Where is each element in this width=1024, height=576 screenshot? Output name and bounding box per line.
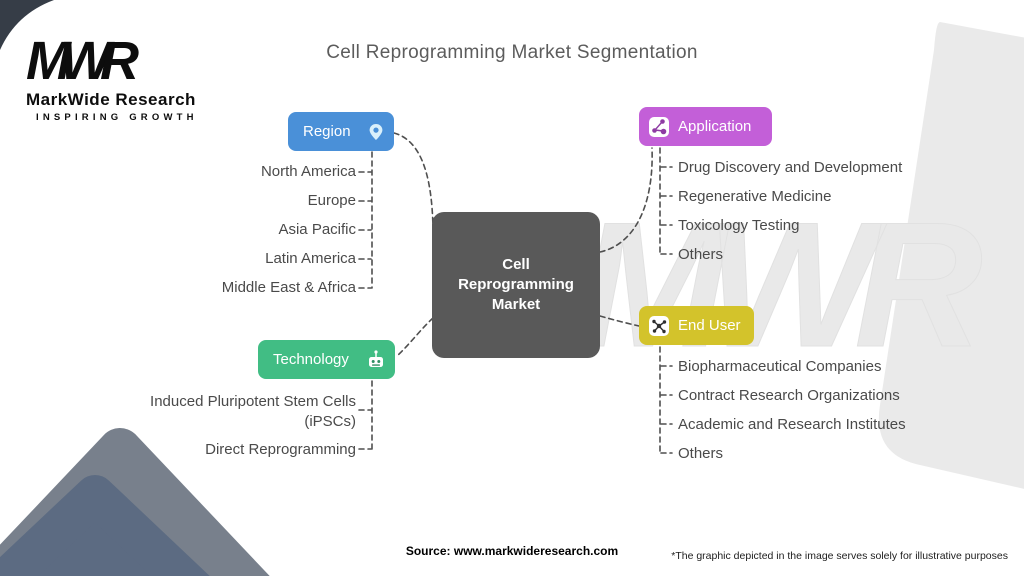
technology-node-label: Technology [273, 351, 349, 368]
network-icon [649, 315, 669, 336]
application-node: Application [639, 107, 772, 146]
list-item-application: Drug Discovery and Development [678, 159, 903, 176]
list-item-region: North America [260, 163, 356, 180]
technology-node: Technology [258, 340, 395, 379]
list-item-application: Regenerative Medicine [678, 188, 832, 205]
list-item-region: Asia Pacific [278, 221, 356, 238]
end-user-node: End User [639, 306, 754, 345]
region-node-label: Region [303, 123, 351, 140]
map-pin-icon [369, 123, 383, 140]
list-item-technology: Direct Reprogramming [205, 441, 356, 458]
list-item-application: Others [678, 246, 724, 263]
logo-name: MarkWide Research [26, 90, 196, 109]
molecule-icon [649, 116, 669, 137]
center-market-label: Cell Reprogramming Market [458, 255, 574, 314]
list-item-technology: Induced Pluripotent Stem Cells (iPSCs) [150, 393, 356, 430]
center-market-node: Cell Reprogramming Market [432, 212, 600, 358]
logo-tagline: INSPIRING GROWTH [36, 112, 198, 123]
list-item-region: Middle East & Africa [221, 279, 356, 296]
list-item-region: Latin America [265, 250, 356, 267]
markwide-logo: MWR MarkWide Research INSPIRING GROWTH [26, 34, 198, 123]
list-item-end-user: Contract Research Organizations [678, 387, 900, 404]
end-user-node-label: End User [678, 317, 741, 334]
robot-icon [369, 349, 383, 367]
list-item-end-user: Biopharmaceutical Companies [678, 358, 882, 375]
disclaimer-text: *The graphic depicted in the image serve… [671, 550, 1008, 562]
list-item-region: Europe [307, 192, 356, 209]
list-item-application: Toxicology Testing [678, 217, 800, 234]
list-item-end-user: Academic and Research Institutes [678, 416, 906, 433]
source-text: Source: www.markwideresearch.com [405, 544, 619, 558]
page-title: Cell Reprogramming Market Segmentation [326, 42, 698, 63]
list-item-end-user: Others [678, 445, 724, 462]
application-node-label: Application [678, 118, 752, 135]
region-node: Region [288, 112, 394, 151]
